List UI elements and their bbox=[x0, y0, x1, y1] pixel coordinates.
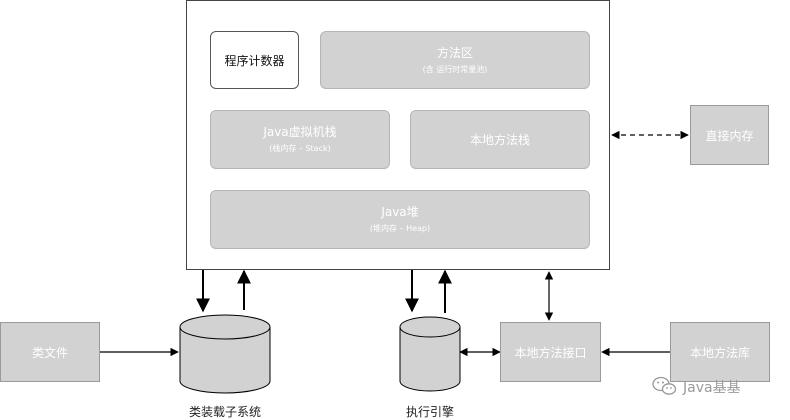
java-vm-stack-title: Java虚拟机栈 bbox=[263, 125, 337, 139]
watermark-text: Java基基 bbox=[683, 380, 741, 396]
method-area-title: 方法区 bbox=[436, 45, 473, 60]
execution-engine-cylinder bbox=[399, 316, 461, 392]
java-heap-title: Java堆 bbox=[381, 205, 419, 219]
method-area-subtitle: (含 运行时常量池) bbox=[422, 64, 488, 74]
class-loader-cylinder bbox=[179, 314, 271, 394]
native-method-stack-title: 本地方法栈 bbox=[469, 132, 530, 147]
execution-engine-label: 执行引擎 bbox=[405, 405, 454, 419]
class-file-label: 类文件 bbox=[31, 345, 68, 360]
native-library-box: 本地方法库 bbox=[670, 322, 770, 382]
program-counter-label: 程序计数器 bbox=[224, 53, 285, 68]
class-loader-label: 类装载子系统 bbox=[188, 405, 261, 419]
wechat-icon bbox=[652, 376, 677, 395]
native-method-stack-box: 本地方法栈 bbox=[410, 110, 590, 169]
java-heap-box: Java堆 (堆内存 – Heap) bbox=[210, 190, 590, 249]
native-library-label: 本地方法库 bbox=[689, 345, 750, 360]
direct-memory-box: 直接内存 bbox=[690, 105, 769, 165]
direct-memory-label: 直接内存 bbox=[705, 128, 754, 143]
java-vm-stack-box: Java虚拟机栈 (栈内存 – Stack) bbox=[210, 110, 390, 169]
class-file-box: 类文件 bbox=[0, 322, 100, 382]
method-area-box: 方法区 (含 运行时常量池) bbox=[320, 31, 590, 89]
java-heap-subtitle: (堆内存 – Heap) bbox=[369, 224, 431, 233]
native-interface-box: 本地方法接口 bbox=[500, 322, 601, 382]
program-counter-box: 程序计数器 bbox=[210, 31, 299, 89]
java-vm-stack-subtitle: (栈内存 – Stack) bbox=[269, 144, 331, 153]
native-interface-label: 本地方法接口 bbox=[514, 345, 587, 360]
